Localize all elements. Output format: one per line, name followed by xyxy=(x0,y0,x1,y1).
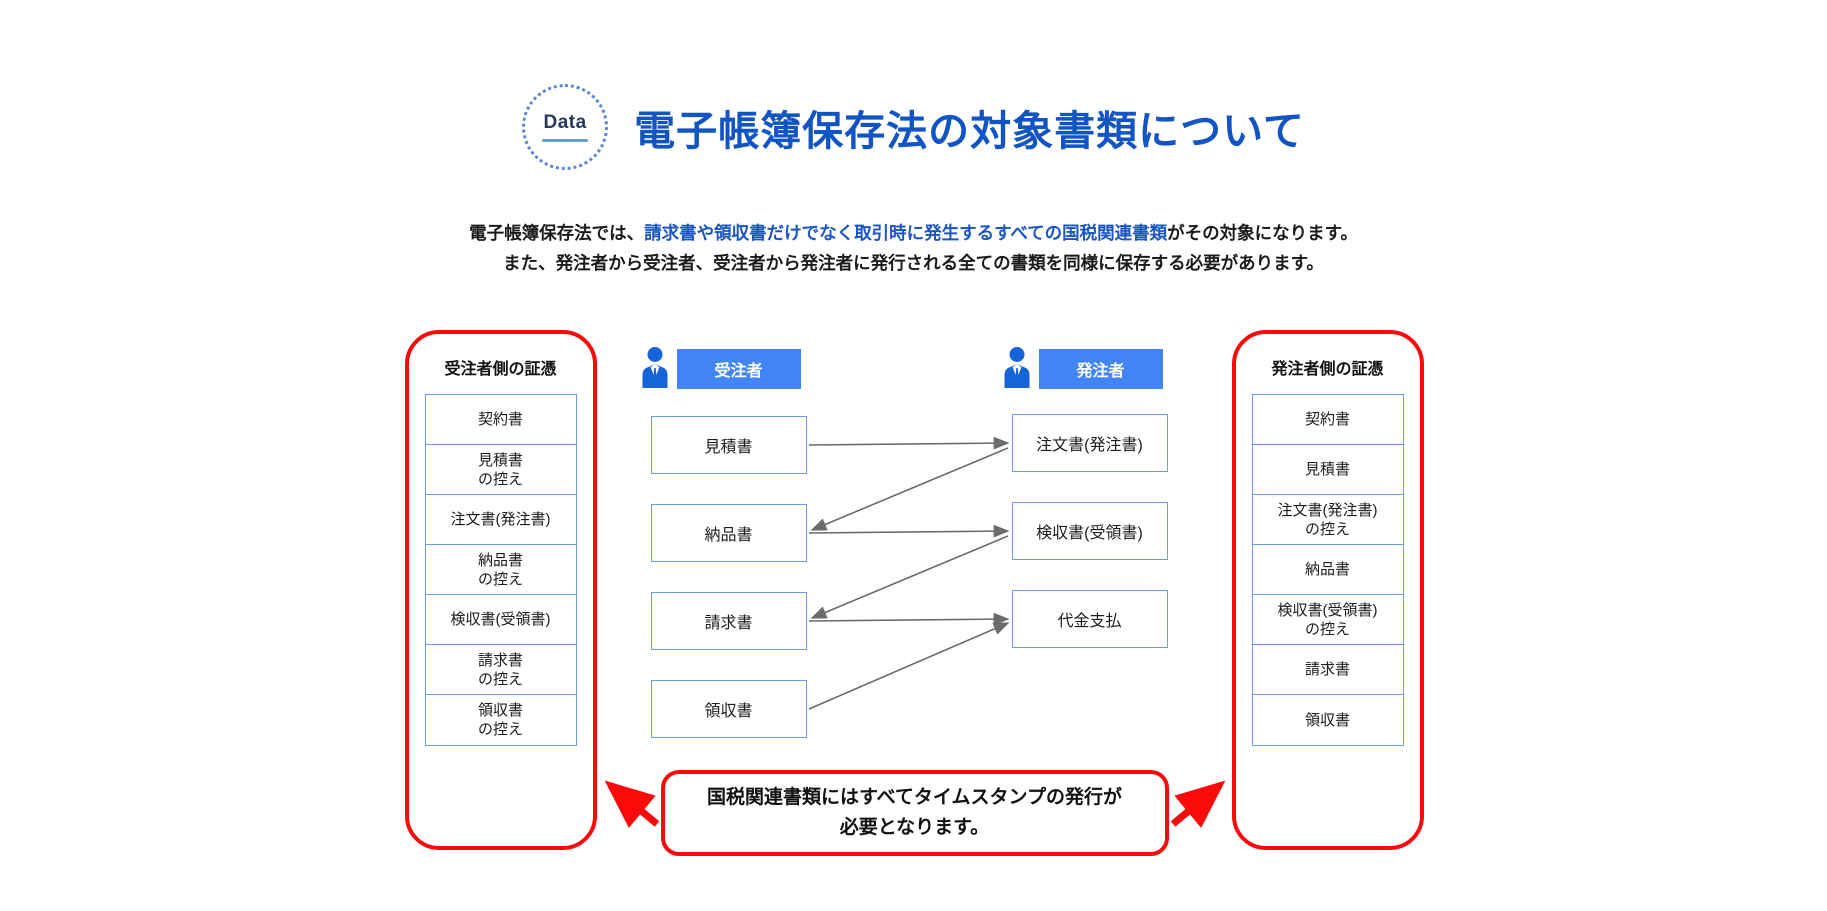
actor-seller-label: 受注者 xyxy=(676,349,801,389)
arrow-delivery-to-inspection xyxy=(808,524,1010,538)
left-evidence-panel: 受注者側の証憑 契約書 見積書 の控え 注文書(発注書) 納品書 の控え 検収書… xyxy=(404,330,597,850)
flow-box-seller-4: 領収書 xyxy=(650,680,807,738)
callout-tail: 行が xyxy=(1083,787,1122,808)
list-item: 請求書 xyxy=(1252,645,1403,695)
diagram-canvas: 受注者側の証憑 契約書 見積書 の控え 注文書(発注書) 納品書 の控え 検収書… xyxy=(404,330,1424,890)
page-title: 電子帳簿保存法の対象書類について xyxy=(634,108,1305,154)
list-item: 注文書(発注書) の控え xyxy=(1252,495,1403,545)
list-item: 契約書 xyxy=(1252,395,1403,445)
callout-bold-2: 発 xyxy=(1064,787,1084,808)
list-item: 検収書(受領書) xyxy=(425,595,576,645)
flow-box-seller-1: 見積書 xyxy=(650,416,807,474)
flow-box-seller-3: 請求書 xyxy=(650,592,807,650)
flow-box-buyer-3: 代金支払 xyxy=(1011,590,1168,648)
data-badge-underline xyxy=(542,138,589,142)
list-item: 請求書 の控え xyxy=(425,645,576,695)
right-panel-list: 契約書 見積書 注文書(発注書) の控え 納品書 検収書(受領書) の控え 請求… xyxy=(1251,394,1404,746)
list-item: 領収書 xyxy=(1304,711,1350,729)
list-item: 契約書 xyxy=(425,395,576,445)
list-item: 見積書 xyxy=(1252,445,1403,495)
page-header: Data 電子帳簿保存法の対象書類について xyxy=(0,84,1827,170)
flow-box-buyer-2: 検収書(受領書) xyxy=(1011,502,1168,560)
list-item: 納品書 xyxy=(1252,545,1403,595)
right-evidence-panel: 発注者側の証憑 契約書 見積書 注文書(発注書) の控え 納品書 検収書(受領書… xyxy=(1231,330,1424,850)
flow-box-buyer-1: 注文書(発注書) xyxy=(1011,414,1168,472)
subtitle-line1-suffix: がその対象になります。 xyxy=(1167,223,1358,243)
subtitle-block: 電子帳簿保存法では、請求書や領収書だけでなく取引時に発生するすべての国税関連書類… xyxy=(0,218,1827,278)
list-item: 注文書(発注書) xyxy=(425,495,576,545)
right-panel-title: 発注者側の証憑 xyxy=(1271,361,1384,378)
list-item: 領収書 の控え xyxy=(477,702,523,738)
list-item: 検収書(受領書) の控え xyxy=(1252,595,1403,645)
subtitle-line-1: 電子帳簿保存法では、請求書や領収書だけでなく取引時に発生するすべての国税関連書類… xyxy=(0,218,1827,248)
diagram-area: 受注者側の証憑 契約書 見積書 の控え 注文書(発注書) 納品書 の控え 検収書… xyxy=(0,330,1827,890)
left-panel-list: 契約書 見積書 の控え 注文書(発注書) 納品書 の控え 検収書(受領書) 請求… xyxy=(424,394,577,746)
list-item: 納品書 の控え xyxy=(425,545,576,595)
actor-buyer: 発注者 xyxy=(1004,346,1163,392)
subtitle-line-2: また、発注者から受注者、受注者から発注者に発行される全ての書類を同様に保存する必… xyxy=(503,253,1324,273)
arrow-inspection-to-invoice xyxy=(810,535,1008,619)
person-business-icon xyxy=(1004,347,1029,388)
data-badge-label: Data xyxy=(543,111,587,133)
callout-bold-1: 国税関連書類 xyxy=(706,787,821,808)
flow-box-seller-2: 納品書 xyxy=(650,504,807,562)
arrow-callout-to-right-panel xyxy=(1170,780,1225,828)
subtitle-line1-prefix: 電子帳簿保存法では、 xyxy=(469,223,645,243)
actor-buyer-label: 発注者 xyxy=(1038,349,1163,389)
subtitle-line1-highlight: 請求書や領収書だけでなく取引時に発生するすべての国税関連書類 xyxy=(644,223,1168,243)
callout-line-2: 必要となります。 xyxy=(839,817,990,838)
arrow-invoice-to-payment xyxy=(808,612,1010,626)
arrow-callout-to-left-panel xyxy=(604,780,659,828)
callout-mid: にはすべてタイムスタンプの xyxy=(821,787,1065,808)
timestamp-callout: 国税関連書類にはすべてタイムスタンプの発行が 必要となります。 xyxy=(660,770,1169,856)
data-badge-icon: Data xyxy=(522,84,609,170)
arrow-receipt-to-payment xyxy=(808,622,1009,710)
person-business-icon xyxy=(642,347,667,388)
actor-seller: 受注者 xyxy=(642,346,801,392)
arrow-quote-to-order xyxy=(808,436,1010,450)
callout-text: 国税関連書類にはすべてタイムスタンプの発行が 必要となります。 xyxy=(707,783,1122,843)
arrow-order-to-delivery xyxy=(810,447,1008,531)
list-item: 見積書 の控え xyxy=(425,445,576,495)
left-panel-title: 受注者側の証憑 xyxy=(444,361,557,378)
